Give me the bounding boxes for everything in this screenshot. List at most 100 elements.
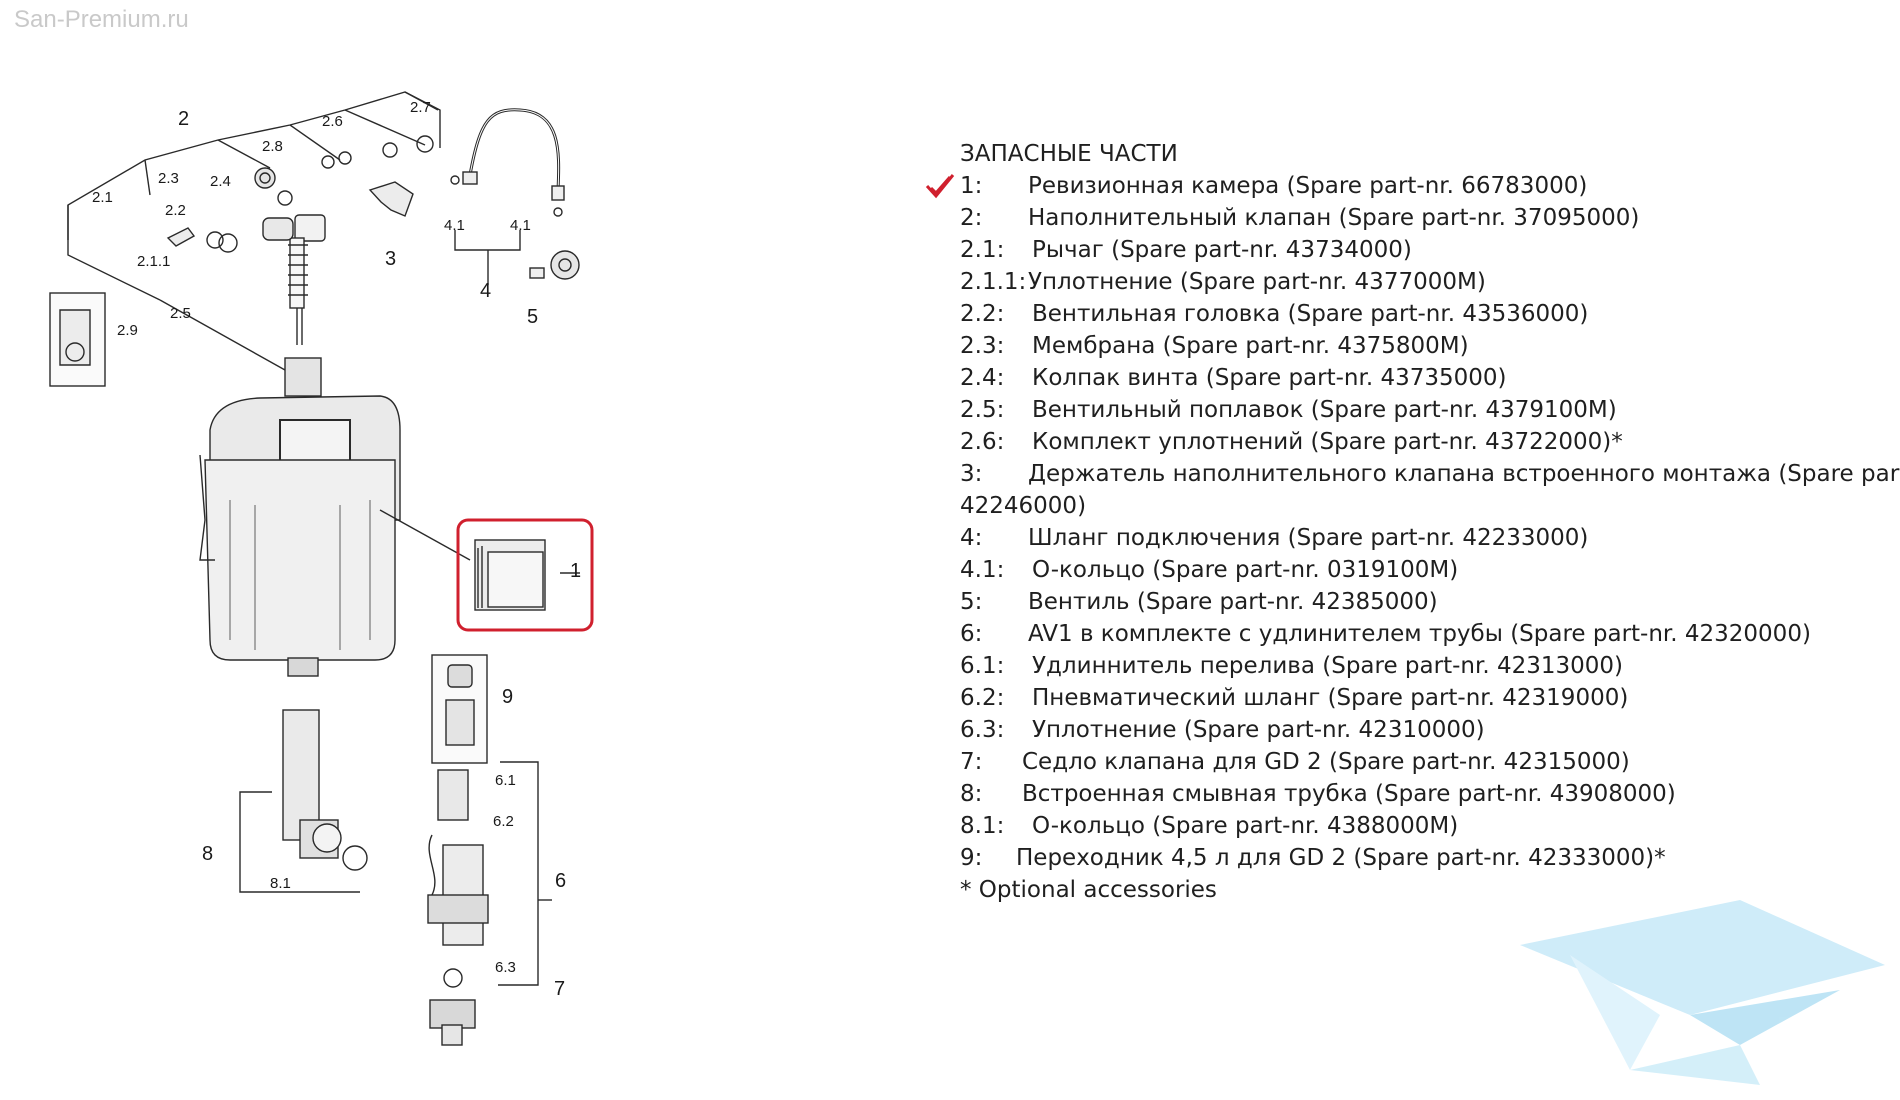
site-watermark: San-Premium.ru (14, 6, 189, 33)
legend-item-text: Удлиннитель перелива (Spare part-nr. 423… (1032, 653, 1623, 679)
legend-item-text: Встроенная смывная трубка (Spare part-nr… (1022, 781, 1676, 807)
callout-2-3: 2.3 (158, 170, 179, 187)
legend-item: 1: Ревизионная камера (Spare part-nr. 667… (925, 170, 1900, 202)
callout-2-8: 2.8 (262, 138, 283, 155)
exploded-parts-diagram: 2 2.7 2.6 2.8 2.3 2.4 2.1 2.2 2.1.1 3 4.… (49, 91, 594, 1046)
legend-item: * Optional accessories (960, 874, 1900, 906)
legend-item-number: 6.2: (960, 685, 1005, 711)
legend-item-number: 9: (960, 845, 983, 871)
callout-8: 8 (202, 843, 213, 865)
legend-item-text: Вентильный поплавок (Spare part-nr. 4379… (1032, 397, 1617, 423)
hose-drawing (468, 108, 561, 191)
legend-item: 9: Переходник 4,5 л для GD 2 (Spare part-… (960, 842, 1900, 874)
legend-heading: ЗАПАСНЫЕ ЧАСТИ (960, 141, 1178, 167)
legend-item-number: 4.1: (960, 557, 1005, 583)
legend-item: 2.5: Вентильный поплавок (Spare part-nr. … (960, 394, 1900, 426)
legend-item: 4.1: O-кольцо (Spare part-nr. 0319100M) (960, 554, 1900, 586)
part-2-9-box (49, 292, 106, 387)
legend-item-number: 6: (960, 621, 983, 647)
holder-drawing (368, 181, 414, 217)
legend-item-text: 42246000) (960, 493, 1087, 519)
legend-item-number: 8: (960, 781, 983, 807)
callout-6-3: 6.3 (495, 959, 516, 976)
legend-item: 8: Встроенная смывная трубка (Spare part-… (960, 778, 1900, 810)
callout-6-1: 6.1 (495, 772, 516, 789)
callout-2-4: 2.4 (210, 173, 231, 190)
legend-item: 2:Наполнительный клапан (Spare part-nr. … (960, 202, 1900, 234)
legend-item-text: Держатель наполнительного клапана встрое… (1028, 461, 1900, 487)
stop-valve-drawing (529, 250, 580, 280)
legend-item-text: O-кольцо (Spare part-nr. 4388000M) (1032, 813, 1459, 839)
legend-item-number: 2.1: (960, 237, 1005, 263)
inspection-chamber-drawing (474, 539, 546, 611)
legend-item-text: Уплотнение (Spare part-nr. 42310000) (1032, 717, 1485, 743)
legend-item-number: 7: (960, 749, 983, 775)
legend-item: 2.6: Комплект уплотнений (Spare part-nr. … (960, 426, 1900, 458)
callout-7: 7 (554, 978, 565, 1000)
legend-item-text: Мембрана (Spare part-nr. 4375800M) (1032, 333, 1469, 359)
callout-2-6: 2.6 (322, 113, 343, 130)
legend-item-text: Шланг подключения (Spare part-nr. 422330… (1028, 525, 1589, 551)
checkmark-icon (925, 174, 955, 199)
legend-item-text: * Optional accessories (960, 877, 1217, 903)
float-drawing (284, 357, 322, 397)
shower-logo-watermark (1520, 900, 1885, 1085)
legend-item-text: Колпак винта (Spare part-nr. 43735000) (1032, 365, 1507, 391)
legend-item-text: AV1 в комплекте с удлинителем трубы (Spa… (1028, 621, 1811, 647)
legend-item-number: 6.3: (960, 717, 1005, 743)
callout-8-1: 8.1 (270, 875, 291, 892)
callout-2: 2 (178, 108, 189, 130)
legend-item-text: O-кольцо (Spare part-nr. 0319100M) (1032, 557, 1459, 583)
legend-item-number: 2.4: (960, 365, 1005, 391)
legend-item-number: 2.5: (960, 397, 1005, 423)
legend-item-text: Ревизионная камера (Spare part-nr. 66783… (1028, 173, 1588, 199)
frame-lines-top (67, 91, 441, 240)
legend-item: 2.1.1:Уплотнение (Spare part-nr. 4377000… (960, 266, 1900, 298)
cistern-drawing (199, 395, 401, 677)
fill-valve-drawing (166, 167, 326, 345)
callout-2-7: 2.7 (410, 99, 431, 116)
legend-item: 8.1:O-кольцо (Spare part-nr. 4388000M) (960, 810, 1900, 842)
spare-parts-legend: ЗАПАСНЫЕ ЧАСТИ 1: Ревизионная камера (Spa… (925, 138, 1900, 906)
legend-item-number: 2.2: (960, 301, 1005, 327)
legend-item: 7: Седло клапана для GD 2 (Spare part-nr.… (960, 746, 1900, 778)
legend-item-number: 1: (960, 173, 983, 199)
legend-item-number: 2.3: (960, 333, 1005, 359)
legend-item: 6.2:Пневматический шланг (Spare part-nr.… (960, 682, 1900, 714)
callout-2-1: 2.1 (92, 189, 113, 206)
legend-item: 2.4: Колпак винта (Spare part-nr. 4373500… (960, 362, 1900, 394)
legend-item-text: Рычаг (Spare part-nr. 43734000) (1032, 237, 1412, 263)
callout-4-1a: 4.1 (444, 217, 465, 234)
legend-item: 2.1: Рычаг (Spare part-nr. 43734000) (960, 234, 1900, 266)
overflow-parts-drawing (427, 769, 489, 1046)
flush-pipe-drawing (282, 709, 368, 871)
legend-item-text: Седло клапана для GD 2 (Spare part-nr. 4… (1022, 749, 1630, 775)
legend-item-number: 5: (960, 589, 983, 615)
legend-item-text: Переходник 4,5 л для GD 2 (Spare part-nr… (1016, 845, 1666, 871)
legend-item-text: Вентиль (Spare part-nr. 42385000) (1028, 589, 1438, 615)
seal-kit-drawing (321, 135, 434, 169)
legend-item: 6: AV1 в комплекте с удлинителем трубы (S… (960, 618, 1900, 650)
callout-1: 1 (570, 560, 581, 582)
legend-item: 3: Держатель наполнительного клапана встр… (960, 458, 1900, 490)
legend-item-number: 3: (960, 461, 983, 487)
legend-item: 42246000) (960, 490, 1900, 522)
callout-4-1b: 4.1 (510, 217, 531, 234)
legend-item-number: 6.1: (960, 653, 1005, 679)
legend-item: 2.3: Мембрана (Spare part-nr. 4375800M) (960, 330, 1900, 362)
callout-6-2: 6.2 (493, 813, 514, 830)
callout-6: 6 (555, 870, 566, 892)
legend-item-number: 4: (960, 525, 983, 551)
legend-item-text: Вентильная головка (Spare part-nr. 43536… (1032, 301, 1589, 327)
legend-item-text: Комплект уплотнений (Spare part-nr. 4372… (1032, 429, 1623, 455)
legend-item: 6.1: Удлиннитель перелива (Spare part-nr.… (960, 650, 1900, 682)
legend-item-text: Наполнительный клапан (Spare part-nr. 37… (1028, 205, 1640, 231)
callout-2-1-1: 2.1.1 (137, 253, 170, 270)
legend-item: 4: Шланг подключения (Spare part-nr. 4223… (960, 522, 1900, 554)
callout-2-5: 2.5 (170, 305, 191, 322)
legend-list: 1: Ревизионная камера (Spare part-nr. 667… (925, 170, 1900, 906)
legend-item: 5: Вентиль (Spare part-nr. 42385000) (960, 586, 1900, 618)
legend-item-number: 2.6: (960, 429, 1005, 455)
legend-item: 6.3: Уплотнение (Spare part-nr. 42310000) (960, 714, 1900, 746)
legend-item-number: 2.1.1: (960, 269, 1027, 295)
